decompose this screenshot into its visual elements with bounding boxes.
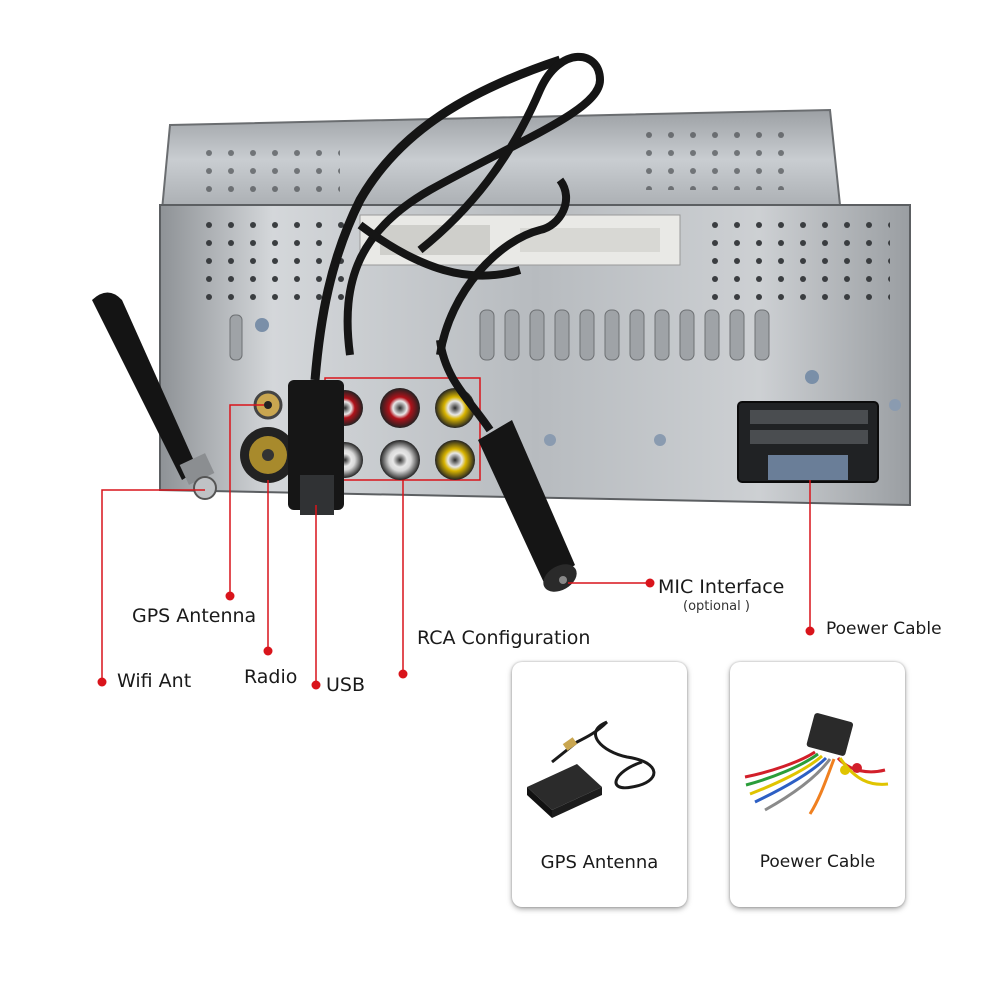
mic-connector [478,420,577,592]
power-harness-icon [744,713,889,815]
card-gps-title: GPS Antenna [540,852,659,873]
rca-block [324,377,481,481]
radio-port [240,427,296,483]
gps-antenna-icon [527,720,656,818]
gps-port [253,390,283,420]
label-gps-antenna: GPS Antenna [132,605,257,627]
label-radio: Radio [244,666,298,688]
label-power-cable: Poewer Cable [826,619,942,639]
label-mic-interface: MIC Interface [658,576,785,598]
label-mic-optional: (optional ) [683,599,750,614]
card-power-cable: Poewer Cable [730,662,905,907]
card-gps-antenna: GPS Antenna [512,662,687,907]
label-rca-configuration: RCA Configuration [417,627,591,649]
usb-cable [288,55,562,515]
coiled-cables [343,52,605,433]
callout-lines [101,404,811,683]
label-usb: USB [326,674,366,696]
label-wifi-ant: Wifi Ant [117,670,192,692]
callout-dots [97,578,815,690]
wifi-antenna [92,292,217,500]
card-power-title: Poewer Cable [759,852,876,872]
power-connector [737,401,879,483]
